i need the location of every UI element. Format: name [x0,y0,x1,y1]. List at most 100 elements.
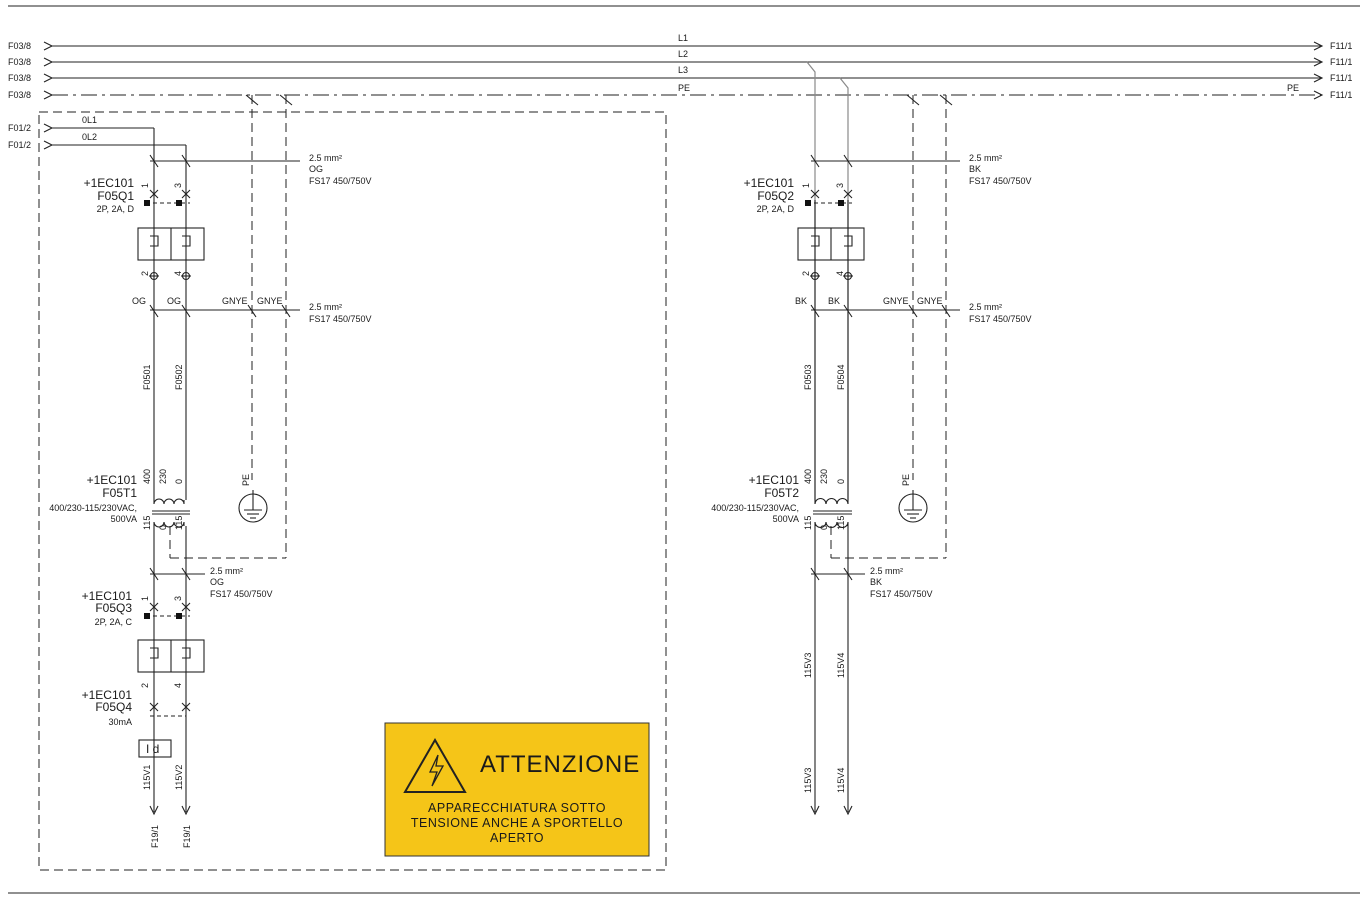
wire-f0503: F0503 [803,364,813,390]
svg-text:115: 115 [142,516,152,530]
bus-pe-right-label: PE [1287,83,1299,93]
svg-text:OG: OG [309,164,323,174]
bus-l3: F03/8 L3 F11/1 [8,65,1352,83]
svg-text:2.5 mm²: 2.5 mm² [210,566,243,576]
svg-text:+1EC101: +1EC101 [84,176,135,190]
svg-text:1: 1 [140,183,150,188]
bus-l2-left-ref: F03/8 [8,57,31,67]
svg-text:OG: OG [210,577,224,587]
svg-text:2: 2 [801,271,811,276]
svg-text:+1EC101: +1EC101 [82,688,133,702]
svg-text:FS17 450/750V: FS17 450/750V [870,589,933,599]
svg-text:BK: BK [828,296,840,306]
svg-text:400/230-115/230VAC,: 400/230-115/230VAC, [711,503,799,513]
bus-l2: F03/8 L2 F11/1 [8,49,1352,67]
svg-text:2.5 mm²: 2.5 mm² [309,302,342,312]
svg-text:2.5 mm²: 2.5 mm² [969,153,1002,163]
bus-l3-left-ref: F03/8 [8,73,31,83]
svg-text:2: 2 [140,683,150,688]
wire-f0501: F0501 [142,364,152,390]
svg-text:2P, 2A, C: 2P, 2A, C [95,617,133,627]
svg-text:115V4: 115V4 [836,653,846,678]
svg-text:2.5 mm²: 2.5 mm² [870,566,903,576]
bus-pe-right-ref: F11/1 [1330,90,1352,100]
svg-text:4: 4 [173,683,183,688]
breaker-f05q3: +1EC101 F05Q3 2P, 2A, C 1 3 2 4 [82,589,205,688]
svg-text:F01/2: F01/2 [8,140,31,150]
svg-text:BK: BK [870,577,882,587]
svg-text:F05Q4: F05Q4 [95,700,132,714]
svg-text:FS17 450/750V: FS17 450/750V [210,589,273,599]
svg-text:2.5 mm²: 2.5 mm² [309,153,342,163]
svg-text:FS17 450/750V: FS17 450/750V [309,314,372,324]
svg-text:400: 400 [142,469,152,484]
wire-115v2: 115V2 [174,765,184,790]
svg-text:OG: OG [167,296,181,306]
svg-text:APERTO: APERTO [490,831,544,845]
svg-text:2: 2 [140,271,150,276]
bus-l1-left-ref: F03/8 [8,41,31,51]
svg-text:115: 115 [174,516,184,530]
warning-title: ATTENZIONE [480,751,640,778]
svg-text:230: 230 [158,469,168,484]
enclosure-left [38,111,667,871]
svg-text:0: 0 [819,525,829,530]
bus-l1-right-ref: F11/1 [1330,41,1352,51]
svg-text:F01/2: F01/2 [8,123,31,133]
svg-text:3: 3 [173,596,183,601]
svg-text:2P, 2A, D: 2P, 2A, D [757,204,795,214]
rcd-f05q4: +1EC101 F05Q4 30mA I d [82,688,191,758]
svg-text:GNYE: GNYE [257,296,283,306]
svg-text:500VA: 500VA [111,514,137,524]
breaker-f05q1: +1EC101 F05Q1 2P, 2A, D 1 3 2 4 [84,176,205,281]
svg-text:0: 0 [836,479,846,484]
svg-text:0: 0 [174,479,184,484]
wire-f0502: F0502 [174,364,184,390]
svg-text:115: 115 [803,516,813,530]
svg-text:2P, 2A, D: 2P, 2A, D [97,204,135,214]
svg-text:+1EC101: +1EC101 [744,176,795,190]
svg-text:3: 3 [835,183,845,188]
svg-text:3: 3 [173,183,183,188]
svg-text:TENSIONE ANCHE A SPORTELLO: TENSIONE ANCHE A SPORTELLO [411,816,623,830]
svg-text:+1EC101: +1EC101 [87,473,138,487]
svg-text:APPARECCHIATURA SOTTO: APPARECCHIATURA SOTTO [428,801,606,815]
svg-text:F19/1: F19/1 [182,825,192,848]
wire-115v4: 115V4 [836,768,846,793]
svg-text:F05Q1: F05Q1 [97,189,134,203]
wire-115v1: 115V1 [142,765,152,790]
svg-text:FS17 450/750V: FS17 450/750V [969,176,1032,186]
svg-text:GNYE: GNYE [917,296,943,306]
wire-f0504: F0504 [836,364,846,390]
svg-text:+1EC101: +1EC101 [82,589,133,603]
svg-text:400: 400 [803,469,813,484]
svg-text:0L1: 0L1 [82,115,97,125]
svg-text:GNYE: GNYE [883,296,909,306]
svg-text:FS17 450/750V: FS17 450/750V [309,176,372,186]
svg-text:2.5 mm²: 2.5 mm² [969,302,1002,312]
svg-text:FS17 450/750V: FS17 450/750V [969,314,1032,324]
svg-text:30mA: 30mA [108,717,132,727]
svg-text:BK: BK [795,296,807,306]
aux-input-0l2: F01/2 0L2 [8,132,186,150]
svg-text:500VA: 500VA [773,514,799,524]
bus-pe: F03/8 PE PE F11/1 [8,83,1352,100]
svg-text:PE: PE [241,474,251,486]
svg-text:0L2: 0L2 [82,132,97,142]
wire-115v3: 115V3 [803,768,813,793]
svg-text:0: 0 [158,525,168,530]
svg-text:F05Q2: F05Q2 [757,189,794,203]
bus-pe-label: PE [678,83,690,93]
bus-l1-label: L1 [678,33,688,43]
svg-text:F05T1: F05T1 [102,486,137,500]
svg-text:115V3: 115V3 [803,653,813,678]
svg-text:4: 4 [835,271,845,276]
svg-text:GNYE: GNYE [222,296,248,306]
warning-label: ATTENZIONE APPARECCHIATURA SOTTO TENSION… [384,722,650,857]
transformer-f05t1: +1EC101 F05T1 400/230-115/230VAC, 500VA … [49,469,190,530]
right-circuit: 2.5 mm² BK FS17 450/750V +1EC101 F05Q2 2… [711,61,1032,816]
bus-l2-right-ref: F11/1 [1330,57,1352,67]
high-voltage-warning-icon [403,737,467,793]
